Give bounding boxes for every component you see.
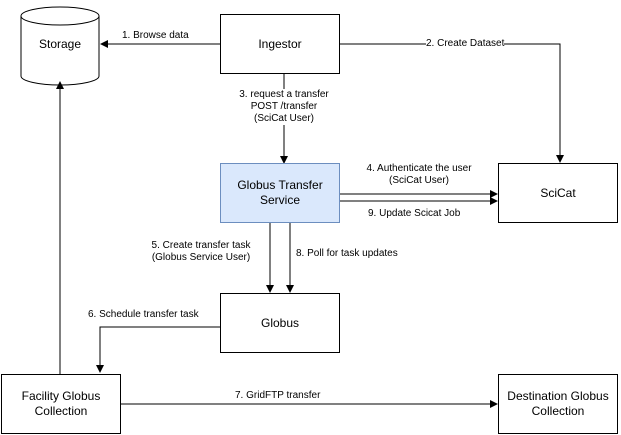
- authenticate-line2: (SciCat User): [388, 175, 449, 186]
- globus-label: Globus: [260, 315, 300, 330]
- facility-collection-node: Facility Globus Collection: [1, 374, 121, 434]
- destination-collection-label: Destination Globus Collection: [507, 389, 609, 418]
- storage-label: Storage: [38, 37, 82, 51]
- scicat-node: SciCat: [498, 163, 618, 223]
- facility-collection-label: Facility Globus Collection: [21, 389, 101, 418]
- edge-label-request-transfer: 3. request a transfer POST /transfer (Sc…: [230, 89, 338, 125]
- edge-label-schedule-task: 6. Schedule transfer task: [88, 309, 199, 321]
- edge-label-create-dataset: 2. Create Dataset: [426, 38, 505, 50]
- edge-label-poll-task: 8. Poll for task updates: [296, 248, 398, 260]
- request-transfer-line2: POST /transfer: [250, 101, 318, 112]
- edge-label-authenticate: 4. Authenticate the user (SciCat User): [355, 163, 483, 187]
- edge-label-create-task: 5. Create transfer task (Globus Service …: [140, 240, 262, 264]
- authenticate-line1: 4. Authenticate the user: [366, 163, 472, 174]
- create-task-line1: 5. Create transfer task: [151, 240, 251, 251]
- request-transfer-line1: 3. request a transfer: [239, 89, 329, 100]
- storage-cylinder: [20, 6, 100, 86]
- request-transfer-line3: (SciCat User): [253, 113, 314, 124]
- ingestor-label: Ingestor: [258, 36, 302, 51]
- destination-collection-node: Destination Globus Collection: [498, 374, 618, 434]
- edge-schedule-task: [96, 326, 220, 373]
- edge-label-gridftp: 7. GridFTP transfer: [235, 390, 321, 402]
- scicat-label: SciCat: [540, 185, 576, 200]
- globus-transfer-service-label: Globus Transfer Service: [237, 178, 323, 207]
- globus-transfer-service-node: Globus Transfer Service: [220, 163, 340, 223]
- edge-create-dataset: [340, 43, 564, 163]
- ingestor-node: Ingestor: [220, 14, 340, 74]
- create-task-line2: (Globus Service User): [151, 252, 251, 263]
- edge-label-update-job: 9. Update Scicat Job: [368, 208, 461, 220]
- edge-label-browse-data: 1. Browse data: [122, 30, 189, 42]
- globus-node: Globus: [220, 293, 340, 353]
